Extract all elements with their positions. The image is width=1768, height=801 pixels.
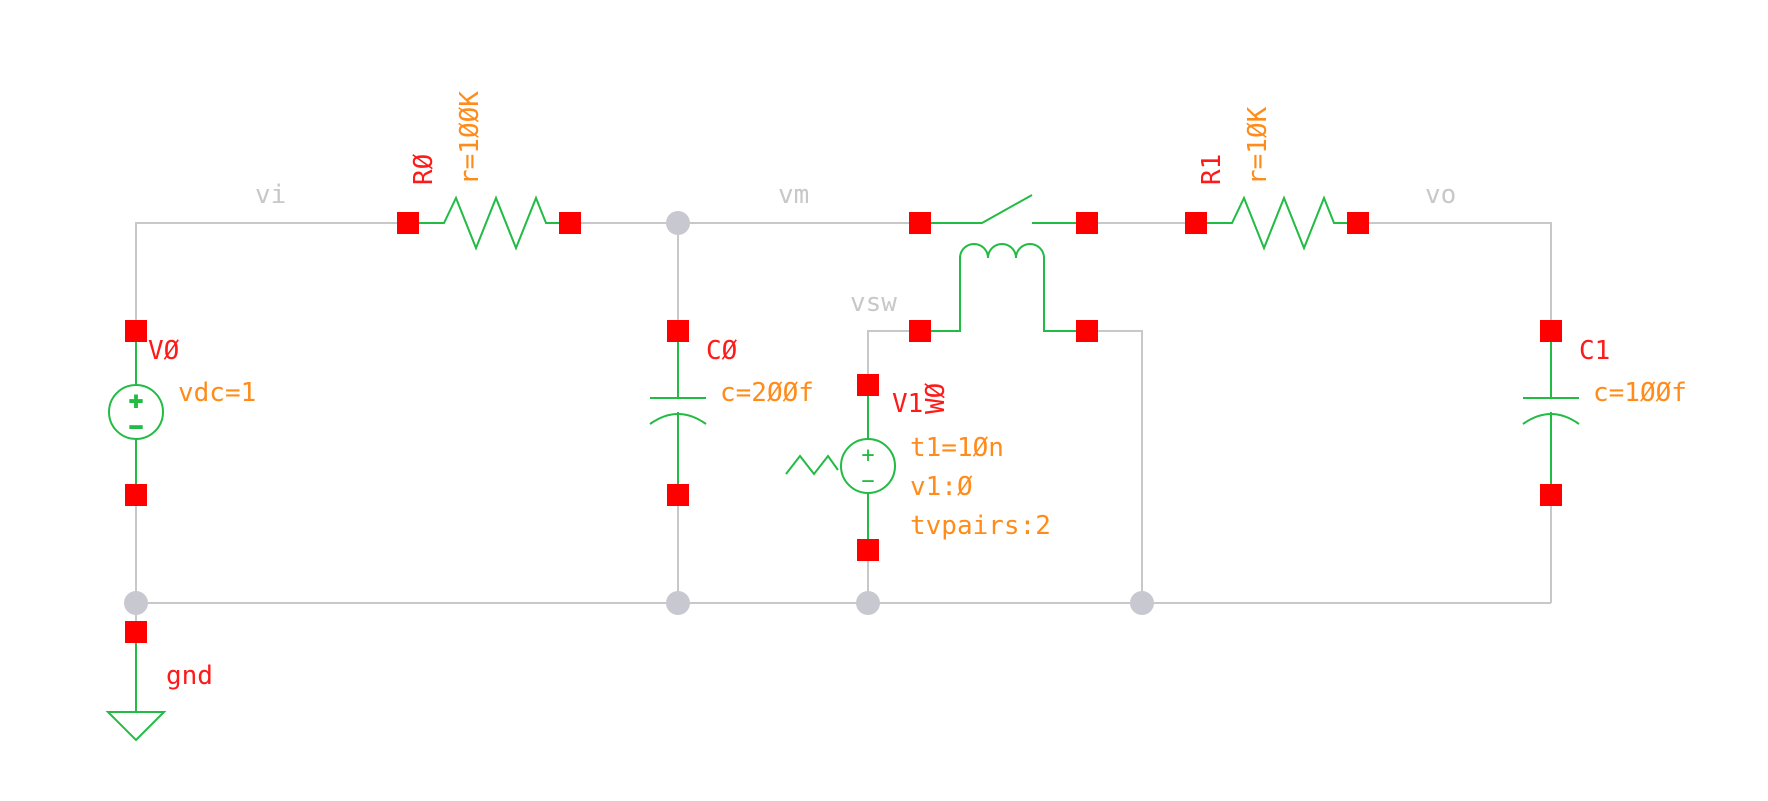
r1-value: r=1ØK — [1243, 106, 1273, 185]
pin-c1-top[interactable] — [1540, 320, 1562, 342]
net-label-vi: vi — [255, 180, 286, 210]
capacitor-c1[interactable]: C1 c=1ØØf — [1522, 320, 1687, 506]
pin-r0-left[interactable] — [397, 212, 419, 234]
wire-w0-right[interactable] — [1087, 330, 1143, 603]
pin-w0-top-right[interactable] — [1076, 212, 1098, 234]
r0-value: r=1ØØK — [455, 91, 485, 185]
junction-gnd-v1[interactable] — [856, 591, 880, 615]
voltage-source-v0[interactable]: + − VØ vdc=1 — [108, 320, 256, 506]
switch-w0-coil — [920, 243, 1087, 332]
wire-vi[interactable] — [135, 222, 408, 331]
resistor-r0-symbol — [408, 195, 570, 251]
junction-gnd-v0[interactable] — [124, 591, 148, 615]
wires — [135, 222, 1552, 632]
junctions — [124, 211, 1154, 615]
r1-name: R1 — [1197, 154, 1227, 185]
v0-value: vdc=1 — [178, 378, 256, 408]
v1-param-tvpairs: tvpairs:2 — [910, 511, 1051, 541]
c1-name: C1 — [1579, 336, 1610, 366]
resistor-r1[interactable]: R1 r=1ØK — [1185, 106, 1369, 251]
wire-vsw[interactable] — [867, 330, 920, 385]
pin-w0-bottom-left[interactable] — [909, 320, 931, 342]
ground-gnd[interactable]: gnd — [105, 621, 213, 742]
pin-v1-bottom[interactable] — [857, 539, 879, 561]
switch-w0[interactable]: WØ — [909, 194, 1098, 414]
pin-c1-bottom[interactable] — [1540, 484, 1562, 506]
gnd-symbol-icon — [105, 711, 167, 742]
net-label-vo: vo — [1425, 180, 1456, 210]
v1-name: V1 — [892, 389, 923, 419]
v0-plus-icon: + — [129, 389, 142, 414]
wire-vo[interactable] — [1358, 222, 1552, 331]
v1-plus-icon: + — [861, 443, 874, 468]
c0-value: c=2ØØf — [720, 378, 814, 408]
pin-gnd[interactable] — [125, 621, 147, 643]
c1-value: c=1ØØf — [1593, 378, 1687, 408]
pin-v1-top[interactable] — [857, 374, 879, 396]
pin-v0-bottom[interactable] — [125, 484, 147, 506]
pin-r1-left[interactable] — [1185, 212, 1207, 234]
junction-gnd-w0[interactable] — [1130, 591, 1154, 615]
switch-w0-blade — [920, 194, 1033, 224]
v1-minus-icon: − — [861, 469, 874, 494]
pin-c0-bottom[interactable] — [667, 484, 689, 506]
pin-v0-top[interactable] — [125, 320, 147, 342]
v1-param-v1: v1:Ø — [910, 472, 973, 502]
c0-name: CØ — [706, 336, 738, 366]
net-labels: vi vm vo vsw — [255, 180, 1456, 318]
net-label-vsw: vsw — [850, 288, 897, 318]
junction-gnd-c0[interactable] — [666, 591, 690, 615]
v0-minus-icon: − — [129, 415, 142, 440]
pin-w0-bottom-right[interactable] — [1076, 320, 1098, 342]
net-label-vm: vm — [778, 180, 809, 210]
v1-wave-icon — [785, 454, 839, 476]
pin-r0-right[interactable] — [559, 212, 581, 234]
voltage-source-v1[interactable]: + − V1 t1=1Øn v1:Ø tvpairs:2 — [785, 374, 1051, 561]
w0-name: WØ — [921, 382, 951, 414]
resistor-r0[interactable]: RØ r=1ØØK — [397, 91, 581, 251]
r0-name: RØ — [409, 153, 439, 185]
pin-r1-right[interactable] — [1347, 212, 1369, 234]
v1-param-t1: t1=1Øn — [910, 433, 1004, 463]
resistor-r1-symbol — [1196, 195, 1358, 251]
junction-vm[interactable] — [666, 211, 690, 235]
capacitor-c0[interactable]: CØ c=2ØØf — [649, 320, 814, 506]
pin-w0-top-left[interactable] — [909, 212, 931, 234]
pin-c0-top[interactable] — [667, 320, 689, 342]
gnd-name: gnd — [166, 661, 213, 691]
v0-name: VØ — [148, 336, 180, 366]
